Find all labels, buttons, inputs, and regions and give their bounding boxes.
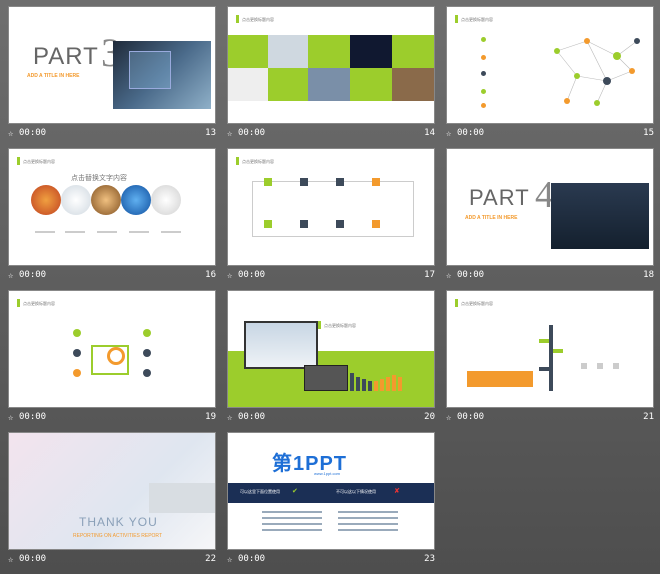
- timing: ☆00:00: [8, 412, 47, 423]
- slide-thumb-18[interactable]: PART 4 ADD A TITLE IN HERE ☆00:00 18: [446, 148, 654, 286]
- allowed-heading: 可以这里下面位置使用: [240, 489, 280, 494]
- slide-number: 23: [424, 554, 435, 564]
- star-icon: ☆: [8, 129, 14, 139]
- check-icon: ✔: [292, 488, 298, 495]
- slide-thumb-17[interactable]: 点击更换标题内容 ☆00:00 17: [227, 148, 435, 286]
- slide-header: 点击更换标题内容: [318, 321, 356, 329]
- logo-url: www.1ppt.com: [314, 471, 341, 476]
- slide-header: 点击更换标题内容: [17, 299, 55, 307]
- star-icon: ☆: [227, 413, 233, 423]
- slide-number: 18: [643, 270, 654, 280]
- slide-preview[interactable]: 点击更换标题内容: [8, 290, 216, 408]
- slide-number: 19: [205, 412, 216, 422]
- network-diagram: [554, 38, 640, 106]
- timing: ☆00:00: [227, 270, 266, 281]
- slide-header: 点击更换标题内容: [455, 15, 493, 23]
- timing: ☆00:00: [227, 128, 266, 139]
- slide-preview[interactable]: PART 3 ADD A TITLE IN HERE: [8, 6, 216, 124]
- slide-thumb-16[interactable]: 点击更换标题内容 点击替换文字内容 ☆00:00 16: [8, 148, 216, 286]
- slide-number: 13: [205, 128, 216, 138]
- timing: ☆00:00: [227, 554, 266, 565]
- slide-number: 22: [205, 554, 216, 564]
- thank-you-subtitle: REPORTING ON ACTIVITIES REPORT: [73, 533, 162, 539]
- slide-number: 15: [643, 128, 654, 138]
- slide-preview[interactable]: 点击更换标题内容: [446, 290, 654, 408]
- part-digit: 4: [535, 174, 554, 216]
- slide-preview[interactable]: 点击更换标题内容: [446, 6, 654, 124]
- disallowed-heading: 不可以这以下情况使用: [336, 489, 376, 494]
- slide-header: 点击更换标题内容: [17, 157, 55, 165]
- slide-preview[interactable]: 点击更换标题内容: [227, 290, 435, 408]
- slide-number: 16: [205, 270, 216, 280]
- star-icon: ☆: [8, 413, 14, 423]
- star-icon: ☆: [446, 129, 452, 139]
- star-icon: ☆: [227, 129, 233, 139]
- star-icon: ☆: [227, 271, 233, 281]
- slide-preview[interactable]: 点击更换标题内容 点击替换文字内容: [8, 148, 216, 266]
- thank-you-title: THANK YOU: [79, 515, 158, 529]
- magnifier-icon: [107, 347, 125, 365]
- slide-preview[interactable]: 点击更换标题内容: [227, 6, 435, 124]
- slide-thumb-21[interactable]: 点击更换标题内容 ☆00:00 21: [446, 290, 654, 428]
- slide-header: 点击更换标题内容: [236, 15, 274, 23]
- timing: ☆00:00: [8, 128, 47, 139]
- slide-preview[interactable]: 点击更换标题内容: [227, 148, 435, 266]
- slide-preview[interactable]: THANK YOU REPORTING ON ACTIVITIES REPORT: [8, 432, 216, 550]
- slide-thumb-13[interactable]: PART 3 ADD A TITLE IN HERE ☆00:00 13: [8, 6, 216, 144]
- timing: ☆00:00: [446, 270, 485, 281]
- slide-number: 17: [424, 270, 435, 280]
- star-icon: ☆: [446, 271, 452, 281]
- magnifier-graphic: [91, 345, 129, 375]
- slide-thumb-15[interactable]: 点击更换标题内容 ☆00:00 15: [446, 6, 654, 144]
- slide-preview[interactable]: 第1PPT www.1ppt.com 可以这里下面位置使用 ✔ 不可以这以下情况…: [227, 432, 435, 550]
- star-icon: ☆: [8, 271, 14, 281]
- hand-graph-image: [129, 51, 171, 89]
- orange-banner: [467, 371, 533, 387]
- part-subtitle: ADD A TITLE IN HERE: [465, 215, 518, 221]
- slide-thumb-23[interactable]: 第1PPT www.1ppt.com 可以这里下面位置使用 ✔ 不可以这以下情况…: [227, 432, 435, 570]
- slide-preview[interactable]: PART 4 ADD A TITLE IN HERE: [446, 148, 654, 266]
- timing: ☆00:00: [446, 128, 485, 139]
- laptop-photo: [149, 483, 215, 513]
- slide-thumb-20[interactable]: 点击更换标题内容 ☆00:00 20: [227, 290, 435, 428]
- part-title: PART: [33, 43, 99, 70]
- laptop-graphic: [304, 365, 348, 391]
- slide-body-title: 点击替换文字内容: [71, 175, 127, 182]
- slide-number: 20: [424, 412, 435, 422]
- bar-chart: [350, 369, 414, 391]
- image-grid: [228, 35, 434, 101]
- timing: ☆00:00: [8, 554, 47, 565]
- slide-header: 点击更换标题内容: [455, 299, 493, 307]
- logo: 第1PPT: [272, 453, 348, 475]
- slide-thumb-19[interactable]: 点击更换标题内容 ☆00:00 19: [8, 290, 216, 428]
- timing: ☆00:00: [446, 412, 485, 423]
- cross-icon: ✘: [394, 488, 400, 495]
- slide-thumb-22[interactable]: THANK YOU REPORTING ON ACTIVITIES REPORT…: [8, 432, 216, 570]
- part-subtitle: ADD A TITLE IN HERE: [27, 73, 80, 79]
- slide-number: 21: [643, 412, 654, 422]
- slide-header: 点击更换标题内容: [236, 157, 274, 165]
- business-photo: [551, 183, 649, 249]
- star-icon: ☆: [8, 555, 14, 565]
- process-flow: [252, 181, 414, 237]
- slide-thumb-14[interactable]: 点击更换标题内容 ☆00:00 14: [227, 6, 435, 144]
- star-icon: ☆: [446, 413, 452, 423]
- star-icon: ☆: [227, 555, 233, 565]
- slide-number: 14: [424, 128, 435, 138]
- arrow-graphic: [539, 321, 563, 391]
- timing: ☆00:00: [227, 412, 266, 423]
- info-banner: [228, 483, 434, 503]
- monitor-graphic: [244, 321, 318, 369]
- part-title: PART: [469, 185, 530, 210]
- timing: ☆00:00: [8, 270, 47, 281]
